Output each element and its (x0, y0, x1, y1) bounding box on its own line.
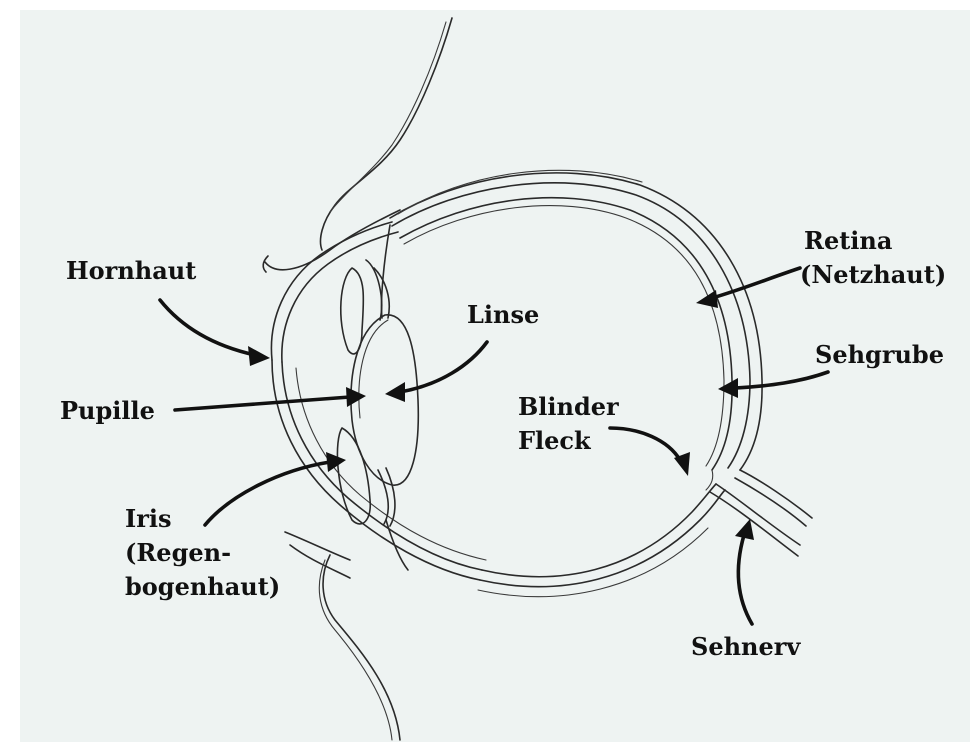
label-blinder-line2: Fleck (518, 426, 591, 456)
label-sehnerv: Sehnerv (691, 632, 800, 662)
label-sehgrube: Sehgrube (815, 340, 944, 370)
label-linse: Linse (467, 300, 539, 330)
label-iris-line1: Iris (125, 504, 172, 534)
arrow-hornhaut (160, 300, 255, 355)
label-hornhaut: Hornhaut (66, 256, 196, 286)
arrowhead-iris (326, 452, 346, 472)
label-iris-line3: bogenhaut) (125, 572, 280, 602)
label-iris-line2: (Regen- (125, 538, 231, 568)
optic-nerve (706, 470, 812, 556)
arrow-sehgrube (735, 372, 828, 388)
eyeball (271, 170, 762, 596)
arrowhead-pupille (346, 387, 366, 407)
arrowhead-sehgrube (718, 378, 738, 398)
arrow-iris (205, 462, 330, 525)
label-pupille: Pupille (60, 396, 155, 426)
arrowhead-hornhaut (248, 346, 270, 366)
arrow-sehnerv (738, 535, 752, 624)
label-retina-line2: (Netzhaut) (800, 260, 946, 290)
label-retina-line1: Retina (804, 226, 892, 256)
arrowhead-retina (696, 290, 718, 308)
face-profile (263, 18, 452, 740)
arrow-pupille (175, 397, 350, 410)
arrowhead-sehnerv (735, 519, 754, 540)
label-blinder-line1: Blinder (518, 392, 619, 422)
arrow-retina (712, 268, 800, 298)
arrow-blinder-fleck (610, 428, 680, 460)
arrowhead-linse (385, 382, 405, 402)
